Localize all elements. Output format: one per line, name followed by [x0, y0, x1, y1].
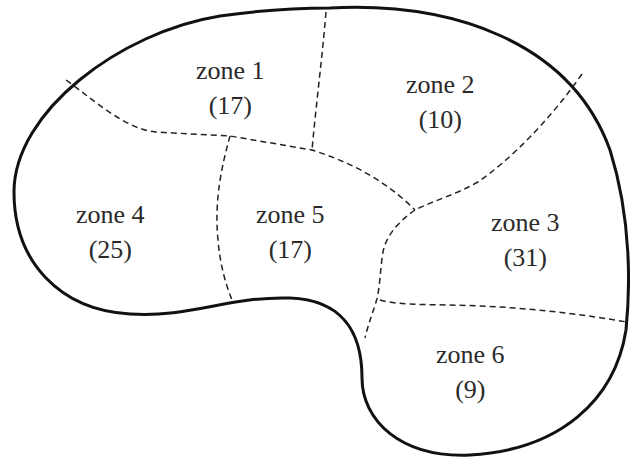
boundary-line — [66, 80, 415, 210]
zone-count: (10) — [406, 102, 475, 137]
zone-count: (25) — [76, 232, 145, 267]
boundary-line — [365, 210, 415, 338]
zone-region: zone 5(17) — [252, 195, 329, 269]
zone-count: (31) — [491, 240, 560, 275]
zone-name: zone 3 — [491, 205, 560, 240]
zone-region: zone 6(9) — [432, 335, 509, 409]
zone-count: (17) — [196, 88, 265, 123]
zone-count: (9) — [436, 372, 505, 407]
zone-name: zone 2 — [406, 67, 475, 102]
zone-name: zone 4 — [76, 197, 145, 232]
zone-name: zone 6 — [436, 337, 505, 372]
zone-region: zone 4(25) — [72, 195, 149, 269]
zone-region: zone 3(31) — [487, 203, 564, 277]
boundary-line — [312, 12, 326, 150]
zone-boundaries — [66, 12, 627, 338]
zone-region: zone 2(10) — [402, 65, 479, 139]
zone-name: zone 1 — [196, 53, 265, 88]
zone-count: (17) — [256, 232, 325, 267]
zone-name: zone 5 — [256, 197, 325, 232]
zone-region: zone 1(17) — [192, 51, 269, 125]
boundary-line — [217, 136, 232, 300]
outer-outline — [14, 7, 629, 455]
boundary-line — [380, 300, 627, 322]
